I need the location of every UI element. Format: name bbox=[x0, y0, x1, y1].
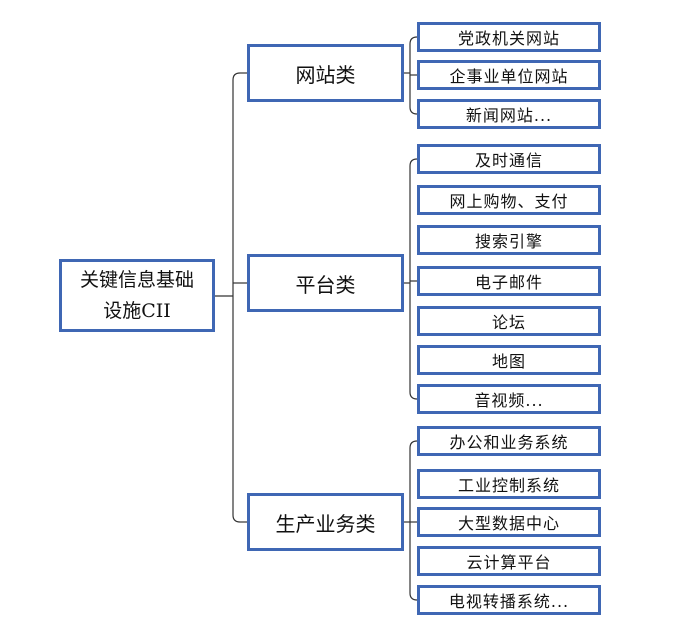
category-node-websites: 网站类 bbox=[247, 44, 404, 102]
root-label-line1: 关键信息基础 bbox=[79, 268, 194, 291]
leaf-node: 地图 bbox=[417, 345, 601, 375]
leaf-node: 大型数据中心 bbox=[417, 507, 601, 537]
leaf-label: 网上购物、支付 bbox=[449, 192, 569, 211]
root-node: 关键信息基础 设施CII bbox=[59, 259, 215, 332]
leaf-label: 党政机关网站 bbox=[457, 29, 560, 48]
leaf-label: 办公和业务系统 bbox=[449, 433, 569, 452]
leaf-node: 音视频... bbox=[417, 384, 601, 414]
leaf-label: 云计算平台 bbox=[466, 553, 552, 572]
leaf-label: 论坛 bbox=[491, 313, 526, 332]
leaf-label: 及时通信 bbox=[474, 151, 543, 170]
category-label: 平台类 bbox=[295, 272, 356, 297]
leaf-label: 音视频... bbox=[474, 391, 544, 410]
leaf-label: 大型数据中心 bbox=[457, 514, 560, 533]
leaf-label: 工业控制系统 bbox=[457, 476, 560, 495]
category-node-production: 生产业务类 bbox=[247, 493, 404, 551]
category-label: 网站类 bbox=[295, 62, 356, 87]
group2-bracket bbox=[409, 158, 418, 400]
leaf-label: 地图 bbox=[491, 352, 526, 371]
leaf-label: 企事业单位网站 bbox=[449, 67, 569, 86]
leaf-node: 办公和业务系统 bbox=[417, 426, 601, 456]
leaf-node: 电视转播系统... bbox=[417, 585, 601, 615]
category-trunk bbox=[232, 72, 241, 523]
root-label: 关键信息基础 设施CII bbox=[80, 265, 194, 327]
leaf-node: 云计算平台 bbox=[417, 546, 601, 576]
group3-bracket bbox=[409, 440, 418, 601]
leaf-label: 搜索引擎 bbox=[474, 232, 543, 251]
leaf-node: 工业控制系统 bbox=[417, 469, 601, 499]
leaf-label: 电子邮件 bbox=[474, 273, 543, 292]
leaf-label: 新闻网站... bbox=[465, 106, 553, 125]
root-label-line2: 设施CII bbox=[103, 299, 171, 322]
leaf-node: 论坛 bbox=[417, 306, 601, 336]
category-node-platforms: 平台类 bbox=[247, 254, 404, 312]
category-label: 生产业务类 bbox=[275, 511, 376, 536]
leaf-node: 新闻网站... bbox=[417, 99, 601, 129]
leaf-node: 网上购物、支付 bbox=[417, 185, 601, 215]
leaf-node: 搜索引擎 bbox=[417, 225, 601, 255]
leaf-node: 企事业单位网站 bbox=[417, 60, 601, 90]
leaf-node: 及时通信 bbox=[417, 144, 601, 174]
leaf-label: 电视转播系统... bbox=[448, 592, 570, 611]
leaf-node: 电子邮件 bbox=[417, 266, 601, 296]
leaf-node: 党政机关网站 bbox=[417, 22, 601, 52]
